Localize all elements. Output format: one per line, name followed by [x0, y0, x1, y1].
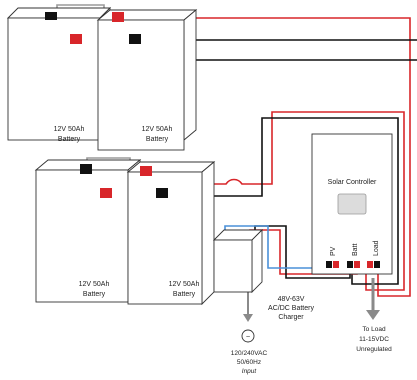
- battery-2-side: [183, 9, 197, 141]
- battery-3-negative-terminal: [80, 164, 92, 174]
- ac-input-label-line2: 50/60Hz: [237, 359, 261, 366]
- solar-controller: Solar Controller PV Batt Load: [311, 133, 393, 275]
- battery-3-front: [35, 169, 129, 303]
- battery-1-label-line2: Battery: [58, 136, 81, 143]
- battery-2-negative-terminal: [129, 34, 141, 44]
- battery-1-label-line1: 12V 50Ah: [54, 126, 85, 133]
- battery-2: 12V 50Ah Battery: [96, 9, 198, 151]
- battery-4: 12V 50Ah Battery: [126, 161, 216, 306]
- charger-label-line3: Charger: [278, 314, 304, 321]
- load-output: To Load 11-15VDC Unregulated: [356, 326, 392, 353]
- battery-2-positive-terminal: [112, 12, 124, 22]
- battery-1-front: [7, 17, 101, 141]
- battery-4-label-line1: 12V 50Ah: [169, 281, 200, 288]
- battery-3-positive-terminal: [100, 188, 112, 198]
- battery-2-label-line2: Battery: [146, 136, 169, 143]
- load-label-line3: Unregulated: [356, 346, 392, 353]
- battery-4-side: [201, 161, 215, 306]
- controller-display: [337, 193, 367, 215]
- battery-charger: 48V-63V AC/DC Battery Charger: [212, 228, 314, 321]
- controller-terminal-label-load: Load: [373, 240, 380, 256]
- controller-terminal-label-pv: PV: [330, 246, 337, 256]
- batt-negative-terminal: [347, 261, 353, 268]
- negative-wire-bottom: [162, 117, 399, 285]
- controller-title: Solar Controller: [328, 179, 377, 186]
- ac-input-label-line1: 120/240VAC: [231, 350, 268, 357]
- load-label-line1: To Load: [362, 326, 386, 333]
- charger-label-line2: AC/DC Battery: [268, 305, 314, 312]
- ac-input-arrow-head: [243, 314, 253, 322]
- load-negative-terminal: [374, 261, 380, 268]
- battery-1-top: [6, 7, 112, 19]
- ac-input: ~ 120/240VAC 50/60Hz Input: [231, 329, 268, 375]
- load-label-line2: 11-15VDC: [359, 336, 389, 343]
- positive-wire-bottom: [154, 111, 405, 291]
- controller-terminal-label-batt: Batt: [352, 243, 359, 256]
- charger-label-line1: 48V-63V: [278, 296, 305, 303]
- battery-4-positive-terminal: [140, 166, 152, 176]
- batt-positive-terminal: [354, 261, 360, 268]
- charger-side: [251, 228, 263, 294]
- pv-negative-terminal: [326, 261, 332, 268]
- pv-positive-terminal: [333, 261, 339, 268]
- charger-negative-wire: [254, 225, 351, 279]
- ac-input-label-line3: Input: [242, 368, 258, 375]
- battery-1-positive-terminal: [70, 34, 82, 44]
- ac-source-icon: [241, 329, 255, 343]
- battery-3: 12V 50Ah Battery: [34, 159, 142, 304]
- load-positive-terminal: [367, 261, 373, 268]
- battery-4-negative-terminal: [156, 188, 168, 198]
- battery-1: 12V 50Ah Battery: [6, 6, 112, 143]
- battery-1-negative-terminal: [45, 12, 57, 20]
- battery-4-label-line2: Battery: [173, 291, 196, 298]
- ac-source-symbol: ~: [246, 334, 250, 341]
- battery-3-label-line2: Battery: [83, 291, 106, 298]
- battery-2-label-line1: 12V 50Ah: [142, 126, 173, 133]
- load-arrow-head: [366, 310, 380, 320]
- battery-3-label-line1: 12V 50Ah: [79, 281, 110, 288]
- charger-front: [213, 239, 253, 293]
